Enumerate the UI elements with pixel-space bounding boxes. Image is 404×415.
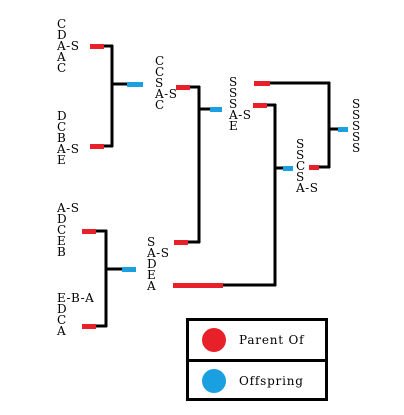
offspring-marker: [127, 82, 143, 87]
node-label-line: A-S: [57, 39, 80, 53]
node-label-line: S: [352, 130, 361, 144]
node-label-line: S: [352, 108, 361, 122]
node-label-line: A: [147, 279, 157, 293]
node-label-line: A-S: [147, 246, 170, 260]
node-label-line: S: [352, 97, 361, 111]
parent-dot-icon: [202, 328, 226, 352]
node-label-line: C: [57, 223, 67, 237]
node-label-line: A: [57, 324, 67, 338]
node-label-line: A-S: [229, 108, 252, 122]
legend-offspring-label: Offspring: [239, 374, 304, 388]
legend: Parent Of Offspring: [186, 318, 328, 401]
node-label-line: D: [57, 302, 68, 316]
node-label-line: E: [57, 153, 67, 167]
parent-of-marker: [176, 85, 190, 90]
node-label-line: A-S: [57, 201, 80, 215]
parent-of-marker: [173, 283, 223, 288]
offspring-marker: [338, 127, 348, 132]
node-label-line: A: [57, 50, 67, 64]
offspring-dot-icon: [202, 369, 226, 393]
legend-row-parent: Parent Of: [189, 321, 325, 359]
node-label-line: D: [57, 109, 68, 123]
node-label-line: S: [352, 141, 361, 155]
parent-of-marker: [254, 81, 270, 86]
node-label-line: S: [155, 76, 164, 90]
node-label-line: S: [296, 170, 305, 184]
parent-of-marker: [90, 144, 104, 149]
node-label-line: C: [155, 54, 165, 68]
offspring-marker: [122, 267, 136, 272]
node-label-line: B: [57, 245, 67, 259]
node-label-line: A-S: [296, 181, 319, 195]
parent-of-marker: [90, 44, 104, 49]
node-label-line: S: [229, 86, 238, 100]
node-label-line: C: [57, 61, 67, 75]
node-label-line: E: [229, 119, 239, 133]
node-label-line: S: [296, 148, 305, 162]
node-label-line: C: [155, 65, 165, 79]
legend-parent-label: Parent Of: [239, 333, 305, 347]
legend-row-offspring: Offspring: [189, 359, 325, 400]
node-label-line: E: [57, 234, 67, 248]
node-label-line: C: [57, 313, 67, 327]
parent-of-marker: [253, 103, 267, 108]
node-label-line: S: [352, 119, 361, 133]
node-label-line: S: [296, 137, 305, 151]
node-label-line: C: [296, 159, 306, 173]
node-label-line: S: [229, 75, 238, 89]
node-label-line: C: [155, 98, 165, 112]
node-label-line: S: [229, 97, 238, 111]
offspring-marker: [283, 166, 293, 171]
node-label-line: C: [57, 17, 67, 31]
node-label-line: S: [147, 235, 156, 249]
node-label-line: E-B-A: [57, 291, 95, 305]
node-label-line: A-S: [155, 87, 178, 101]
node-label-line: B: [57, 131, 67, 145]
offspring-marker: [210, 107, 222, 112]
node-label-line: D: [147, 257, 158, 271]
node-label-line: D: [57, 212, 68, 226]
parent-of-marker: [82, 229, 96, 234]
node-label-line: D: [57, 28, 68, 42]
parent-of-marker: [82, 324, 96, 329]
parent-of-marker: [174, 240, 188, 245]
node-label-line: A-S: [57, 142, 80, 156]
node-label-line: E: [147, 268, 157, 282]
parent-of-marker: [309, 165, 319, 170]
node-label-line: C: [57, 120, 67, 134]
